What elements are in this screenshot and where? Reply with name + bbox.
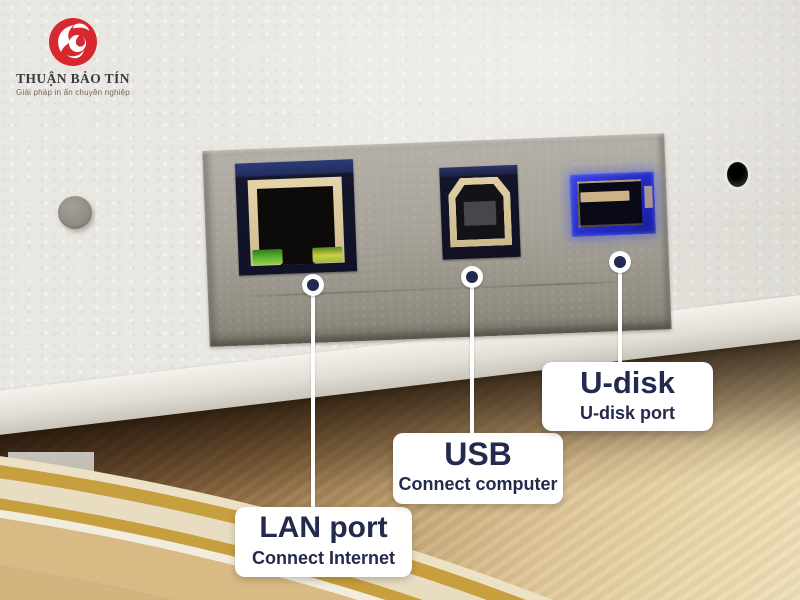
lan-callout-title: LAN port bbox=[259, 511, 388, 544]
udisk-callout-title: U-disk bbox=[580, 365, 675, 400]
usb-a-socket bbox=[576, 179, 643, 228]
lan-port-clip-slot bbox=[280, 249, 315, 266]
lan-ethernet-port bbox=[234, 159, 358, 276]
brand-tagline: Giải pháp in ấn chuyên nghiệp bbox=[16, 88, 130, 97]
udisk-callout-label: U-disk U-disk port bbox=[542, 362, 713, 431]
rubber-plug bbox=[58, 196, 92, 229]
udisk-callout-subtitle: U-disk port bbox=[579, 403, 675, 423]
panel-scratch bbox=[225, 280, 646, 299]
lan-port-socket bbox=[256, 185, 336, 253]
usb-callout-label: USB Connect computer bbox=[393, 433, 563, 504]
lan-callout-dot bbox=[302, 274, 324, 296]
lan-led-amber bbox=[312, 246, 343, 263]
usb-a-catch bbox=[644, 185, 653, 208]
usb-b-bezel bbox=[448, 176, 513, 247]
usb-b-socket bbox=[455, 183, 505, 240]
usb-callout-dot bbox=[461, 266, 483, 288]
io-panel bbox=[202, 133, 672, 347]
lan-port-bezel bbox=[247, 176, 345, 267]
lan-callout-label: LAN port Connect Internet bbox=[235, 507, 412, 577]
lan-callout-line bbox=[311, 293, 315, 509]
usb-b-pins bbox=[464, 200, 497, 225]
brand-logo: THUẬN BẢO TÍN Giải pháp in ấn chuyên ngh… bbox=[8, 16, 138, 97]
phoenix-logo-icon bbox=[49, 18, 97, 66]
udisk-callout-line bbox=[618, 270, 622, 365]
usb-callout-title: USB bbox=[444, 436, 512, 472]
usb-type-b-port bbox=[439, 164, 521, 260]
brand-name: THUẬN BẢO TÍN bbox=[16, 71, 130, 86]
screw-hole bbox=[727, 162, 748, 187]
lan-callout-subtitle: Connect Internet bbox=[251, 548, 395, 568]
usb-callout-subtitle: Connect computer bbox=[398, 474, 558, 494]
usb-callout-line bbox=[470, 285, 474, 435]
usb-type-a-udisk-port bbox=[569, 171, 656, 237]
udisk-callout-dot bbox=[609, 251, 631, 273]
lan-led-green bbox=[252, 248, 283, 266]
usb-a-tongue bbox=[579, 190, 631, 203]
